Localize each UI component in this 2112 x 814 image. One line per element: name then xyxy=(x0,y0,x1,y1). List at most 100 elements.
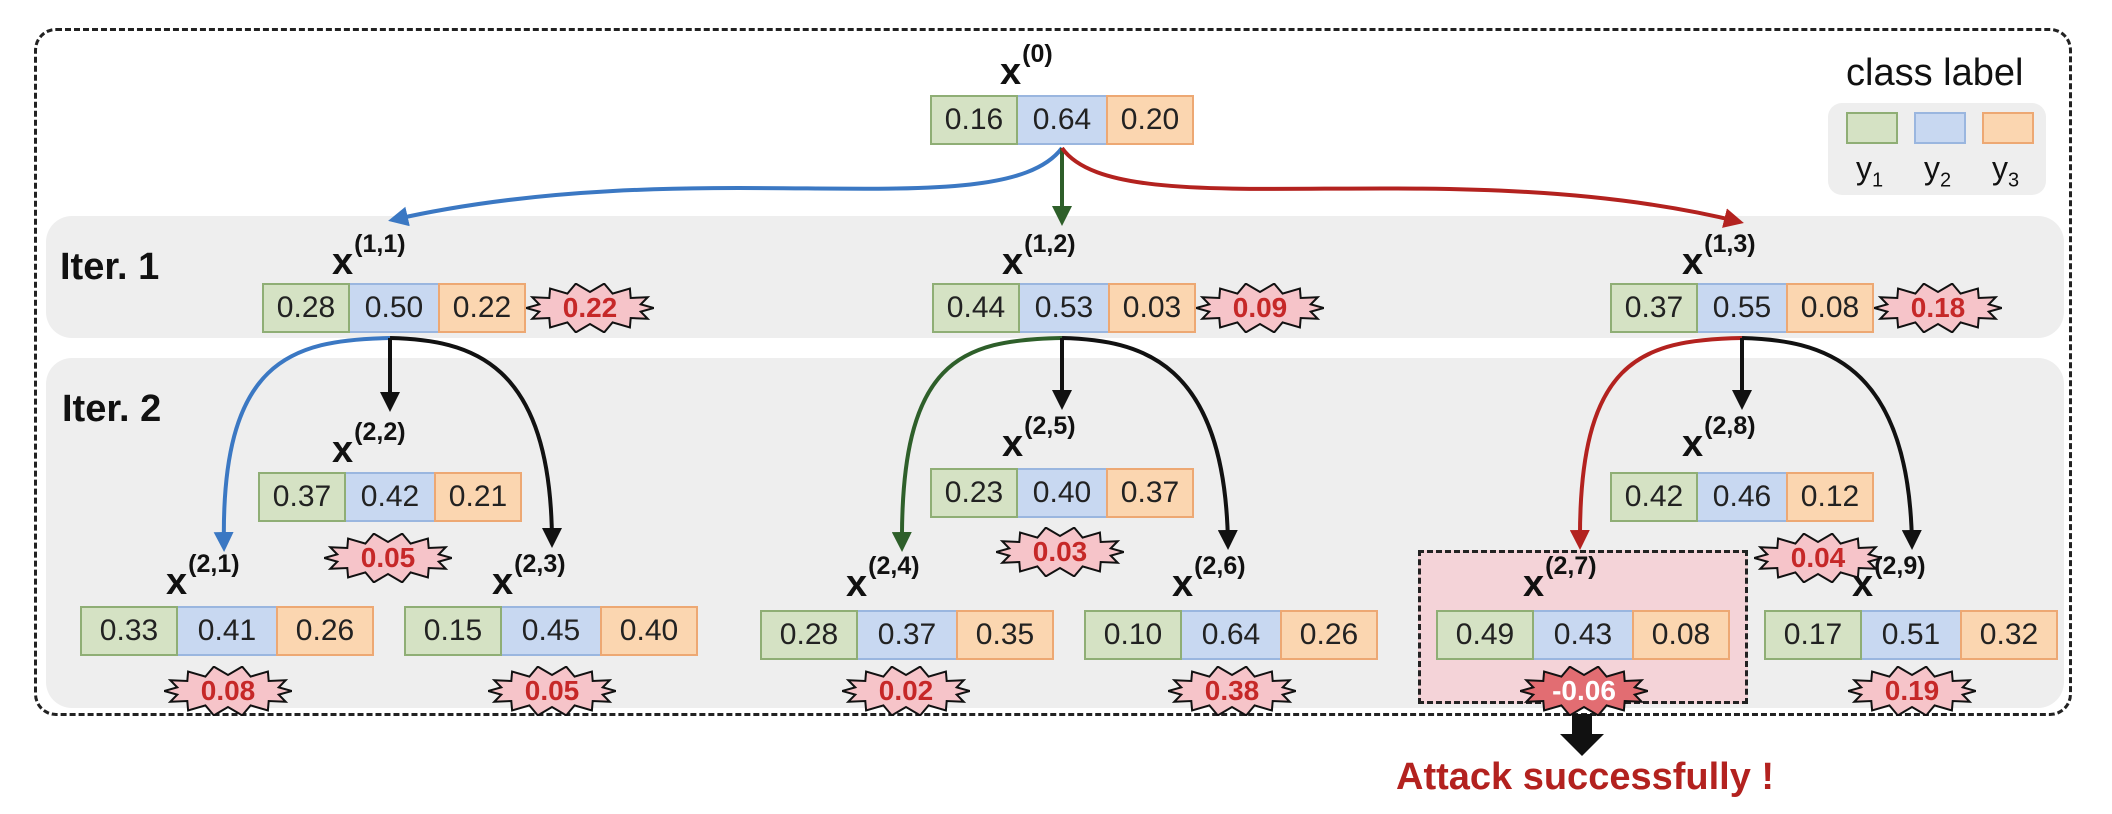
node-title-n29: x(2,9) xyxy=(1852,552,1926,606)
prob-cell-y2: 0.50 xyxy=(350,283,438,333)
margin-value: 0.03 xyxy=(1032,536,1088,567)
node-variable: x xyxy=(492,561,514,603)
node-variable: x xyxy=(1852,563,1874,605)
arrow-x13-to-x27 xyxy=(1569,336,1743,550)
arrow-x11-to-x21 xyxy=(213,336,391,552)
margin-badge: 0.02 xyxy=(842,666,970,716)
margin-value: 0.08 xyxy=(200,675,256,706)
prob-cell-y1: 0.15 xyxy=(404,606,502,656)
starburst-shape xyxy=(996,527,1124,577)
arrow-x12-to-x26 xyxy=(1061,336,1238,550)
node-index: (1,1) xyxy=(354,230,406,258)
node-variable: x xyxy=(846,563,868,605)
margin-value: 0.05 xyxy=(524,675,580,706)
prob-cell-y3: 0.08 xyxy=(1786,283,1874,333)
legend-label-y2: y2 xyxy=(1924,150,1952,192)
arrow-x13-to-x29 xyxy=(1741,336,1922,550)
legend-title: class label xyxy=(1846,52,2024,94)
margin-value: 0.18 xyxy=(1910,292,1966,323)
prob-cell-y2: 0.46 xyxy=(1698,472,1786,522)
prob-cell-y2: 0.55 xyxy=(1698,283,1786,333)
node-index: (2,3) xyxy=(514,550,566,578)
prob-cell-y1: 0.33 xyxy=(80,606,178,656)
legend-swatch-y2 xyxy=(1914,112,1966,144)
margin-badge: 0.04 xyxy=(1754,533,1882,583)
node-variable: x xyxy=(166,561,188,603)
node-title-n12: x(1,2) xyxy=(1002,230,1076,284)
prob-cell-y2: 0.64 xyxy=(1182,610,1280,660)
starburst-shape xyxy=(1520,666,1648,716)
margin-value: 0.02 xyxy=(878,675,934,706)
prob-cell-y1: 0.37 xyxy=(258,472,346,522)
node-title-n13: x(1,3) xyxy=(1682,230,1756,284)
node-index: (2,6) xyxy=(1194,552,1246,580)
prob-cell-y3: 0.35 xyxy=(956,610,1054,660)
margin-badge: 0.03 xyxy=(996,527,1124,577)
node-title-n24: x(2,4) xyxy=(846,552,920,606)
starburst-shape xyxy=(324,533,452,583)
node-title-n28: x(2,8) xyxy=(1682,412,1756,466)
starburst-shape xyxy=(1754,533,1882,583)
prob-cell-y3: 0.03 xyxy=(1108,283,1196,333)
prob-cell-y1: 0.23 xyxy=(930,468,1018,518)
starburst-shape xyxy=(1168,666,1296,716)
prob-cell-y2: 0.43 xyxy=(1534,610,1632,660)
node-variable: x xyxy=(332,429,354,471)
iter-1-label: Iter. 1 xyxy=(60,246,160,288)
prob-cell-y1: 0.10 xyxy=(1084,610,1182,660)
prob-cell-y2: 0.53 xyxy=(1020,283,1108,333)
node-title-n26: x(2,6) xyxy=(1172,552,1246,606)
prob-cell-y3: 0.40 xyxy=(600,606,698,656)
node-title-n22: x(2,2) xyxy=(332,418,406,472)
iter-2-label: Iter. 2 xyxy=(62,388,162,430)
node-variable: x xyxy=(1002,241,1024,283)
prob-cell-y1: 0.49 xyxy=(1436,610,1534,660)
node-index: (2,4) xyxy=(868,552,920,580)
node-title-n11: x(1,1) xyxy=(332,230,406,284)
node-index: (0) xyxy=(1022,40,1053,68)
prob-cell-y1: 0.37 xyxy=(1610,283,1698,333)
prob-cell-y2: 0.41 xyxy=(178,606,276,656)
node-title-n27: x(2,7) xyxy=(1523,552,1597,606)
arrow-x11-to-x23 xyxy=(389,336,562,548)
prob-cell-y1: 0.17 xyxy=(1764,610,1862,660)
node-index: (2,1) xyxy=(188,550,240,578)
margin-value: 0.09 xyxy=(1232,292,1288,323)
legend-swatch-y3 xyxy=(1982,112,2034,144)
margin-badge: 0.05 xyxy=(488,666,616,716)
margin-value: 0.19 xyxy=(1884,675,1940,706)
node-index: (2,8) xyxy=(1704,412,1756,440)
starburst-shape xyxy=(164,666,292,716)
attack-success-label: Attack successfully ! xyxy=(1396,756,1775,798)
node-title-n21: x(2,1) xyxy=(166,550,240,604)
margin-badge: 0.09 xyxy=(1196,283,1324,333)
margin-value: 0.22 xyxy=(562,292,618,323)
margin-badge: 0.08 xyxy=(164,666,292,716)
outer-dashed-frame xyxy=(34,28,2072,716)
margin-value: 0.04 xyxy=(1790,542,1846,573)
success-down-arrow xyxy=(1560,714,1604,756)
prob-cell-y1: 0.28 xyxy=(760,610,858,660)
prob-cell-y2: 0.45 xyxy=(502,606,600,656)
margin-badge: 0.18 xyxy=(1874,283,2002,333)
prob-cell-y3: 0.20 xyxy=(1106,95,1194,145)
legend-swatch-y1 xyxy=(1846,112,1898,144)
legend-label-y1: y1 xyxy=(1856,150,1884,192)
prob-cell-y2: 0.42 xyxy=(346,472,434,522)
node-title-n0: x(0) xyxy=(1000,40,1053,94)
prob-cell-y3: 0.12 xyxy=(1786,472,1874,522)
prob-cell-y3: 0.08 xyxy=(1632,610,1730,660)
margin-badge-success: -0.06 xyxy=(1520,666,1648,716)
node-index: (2,5) xyxy=(1024,412,1076,440)
